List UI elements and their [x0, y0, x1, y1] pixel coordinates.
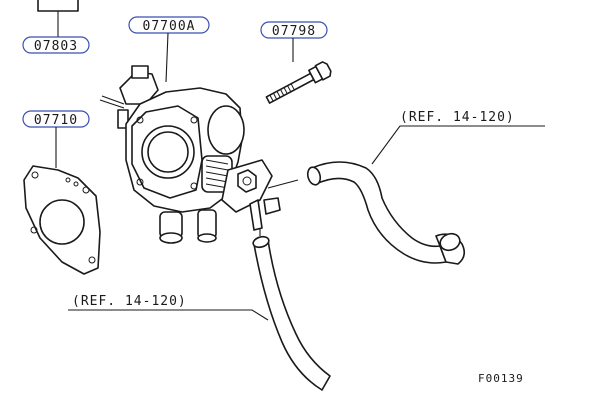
throttle-body-07700A	[99, 65, 281, 244]
svg-text:(REF. 14-120): (REF. 14-120)	[400, 110, 515, 125]
part-label-07710[interactable]: 07710	[22, 110, 90, 128]
svg-text:07700A: 07700A	[143, 19, 196, 34]
ref-upper: (REF. 14-120)	[371, 110, 545, 165]
svg-text:(REF. 14-120): (REF. 14-120)	[72, 294, 187, 309]
gasket-07710	[23, 165, 101, 275]
top-left-part-box	[37, 0, 79, 38]
figure-code: F00139	[478, 372, 524, 385]
leader-07700A	[165, 32, 169, 83]
bolt-07798	[265, 61, 332, 104]
svg-text:07803: 07803	[34, 39, 78, 54]
svg-text:07798: 07798	[272, 24, 316, 39]
hose-upper	[267, 161, 466, 265]
svg-text:07710: 07710	[34, 113, 78, 128]
part-label-07803[interactable]: 07803	[22, 36, 90, 54]
ref-lower: (REF. 14-120)	[68, 294, 269, 321]
part-label-07798[interactable]: 07798	[260, 21, 328, 39]
part-label-07700A[interactable]: 07700A	[128, 16, 210, 34]
hose-lower	[252, 228, 331, 391]
